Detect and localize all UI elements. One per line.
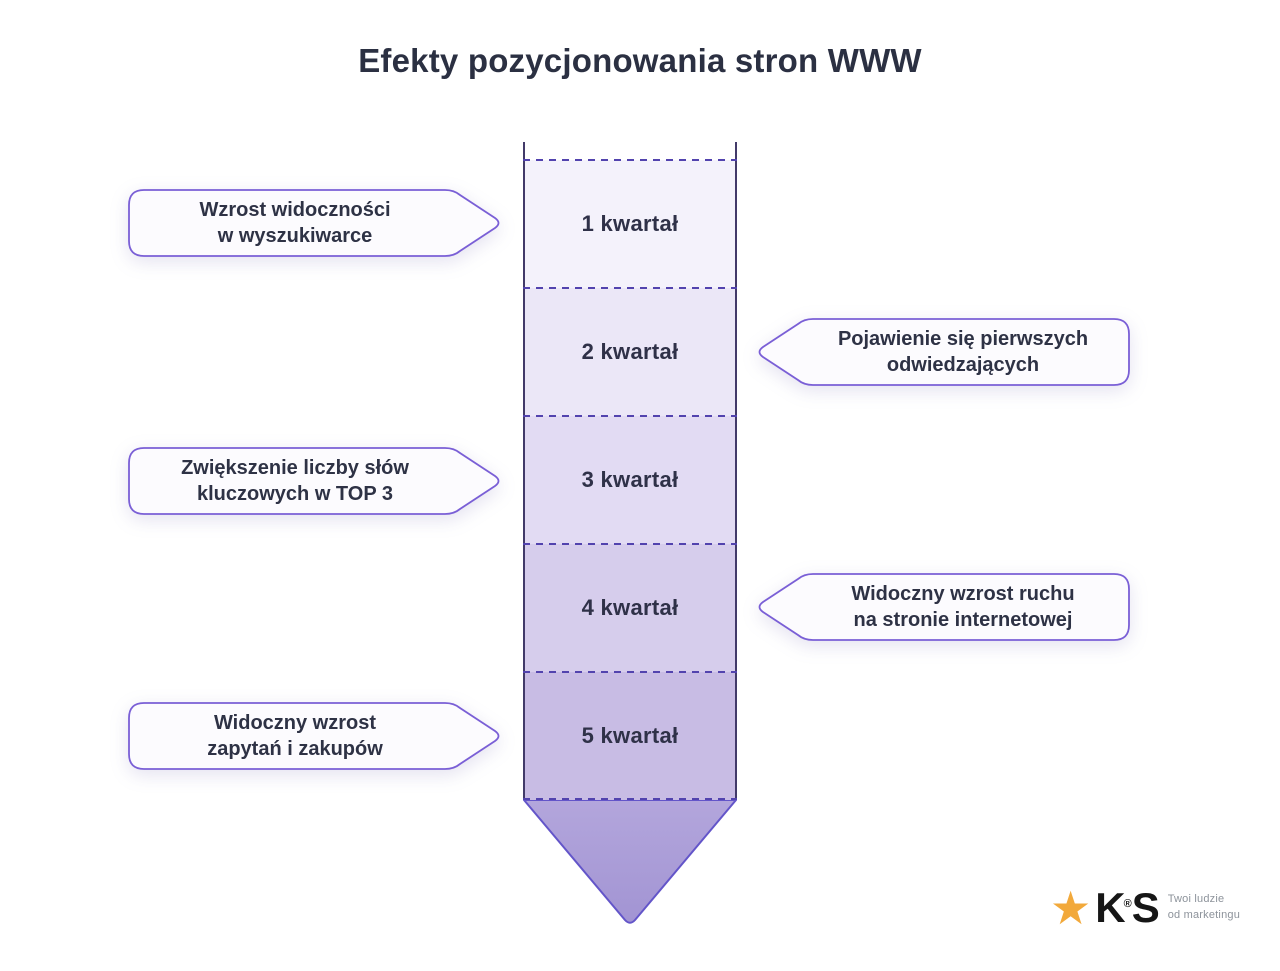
callout-text: Widoczny wzrost ruchu na stronie interne… bbox=[757, 572, 1131, 642]
arrowhead-shape bbox=[523, 799, 737, 924]
callout-text: Wzrost widoczności w wyszukiwarce bbox=[127, 188, 501, 258]
callout-line: Widoczny wzrost ruchu bbox=[851, 583, 1075, 605]
dashed-divider bbox=[523, 159, 737, 161]
segment-label: 1 kwartał bbox=[581, 211, 679, 236]
dashed-divider bbox=[523, 543, 737, 545]
logo-tagline: Twoi ludzie od marketingu bbox=[1168, 892, 1240, 924]
callout-shape bbox=[128, 189, 500, 257]
star-icon: ★ bbox=[1050, 882, 1092, 934]
segment-label: 2 kwartał bbox=[581, 339, 679, 364]
funnel-segment-5: 5 kwartał bbox=[525, 672, 735, 800]
page-title: Efekty pozycjonowania stron WWW bbox=[358, 42, 922, 79]
segment-label: 5 kwartał bbox=[581, 723, 679, 748]
callout-line: Widoczny wzrost bbox=[213, 712, 377, 734]
registered-icon: ® bbox=[1123, 898, 1132, 910]
callout-line: odwiedzających bbox=[886, 354, 1040, 376]
callout-right-1: Pojawienie się pierwszych odwiedzających bbox=[757, 317, 1131, 387]
callout-line: Zwiększenie liczby słów bbox=[181, 457, 409, 479]
funnel-segment-1: 1 kwartał bbox=[525, 160, 735, 288]
segment-label: 3 kwartał bbox=[581, 467, 679, 492]
brand-wordmark: K®S bbox=[1095, 882, 1160, 934]
callout-left-1: Wzrost widoczności w wyszukiwarce bbox=[127, 188, 501, 258]
callout-line: w wyszukiwarce bbox=[217, 225, 373, 247]
brand-letter-s: S bbox=[1131, 884, 1160, 931]
brand-logo: ★ K®S Twoi ludzie od marketingu bbox=[1050, 882, 1240, 934]
dashed-divider bbox=[523, 415, 737, 417]
callout-line: Wzrost widoczności bbox=[199, 199, 391, 221]
callout-line: zapytań i zakupów bbox=[207, 738, 383, 760]
tagline-line-1: Twoi ludzie bbox=[1167, 893, 1225, 906]
callout-shape bbox=[758, 318, 1130, 386]
callout-shape bbox=[128, 702, 500, 770]
funnel-segment-3: 3 kwartał bbox=[525, 416, 735, 544]
callout-line: na stronie internetowej bbox=[853, 609, 1073, 631]
dashed-divider bbox=[523, 287, 737, 289]
callout-line: Pojawienie się pierwszych bbox=[837, 328, 1089, 350]
dashed-divider bbox=[523, 671, 737, 673]
callout-shape bbox=[758, 573, 1130, 641]
tagline-line-2: od marketingu bbox=[1167, 909, 1241, 921]
funnel-segment-4: 4 kwartał bbox=[525, 544, 735, 672]
callout-text: Zwiększenie liczby słów kluczowych w TOP… bbox=[127, 446, 501, 516]
dashed-divider bbox=[523, 798, 737, 800]
callout-left-3: Widoczny wzrost zapytań i zakupów bbox=[127, 701, 501, 771]
callout-shape bbox=[128, 447, 500, 515]
callout-text: Pojawienie się pierwszych odwiedzających bbox=[757, 317, 1131, 387]
callout-line: kluczowych w TOP 3 bbox=[197, 483, 393, 505]
callout-left-2: Zwiększenie liczby słów kluczowych w TOP… bbox=[127, 446, 501, 516]
callout-right-2: Widoczny wzrost ruchu na stronie interne… bbox=[757, 572, 1131, 642]
funnel-segment-2: 2 kwartał bbox=[525, 288, 735, 416]
brand-letter-k: K bbox=[1095, 884, 1125, 931]
callout-text: Widoczny wzrost zapytań i zakupów bbox=[127, 701, 501, 771]
funnel-column: 1 kwartał 2 kwartał 3 kwartał 4 kwartał … bbox=[523, 142, 737, 800]
segment-label: 4 kwartał bbox=[581, 595, 679, 620]
funnel-arrowhead bbox=[523, 799, 737, 929]
